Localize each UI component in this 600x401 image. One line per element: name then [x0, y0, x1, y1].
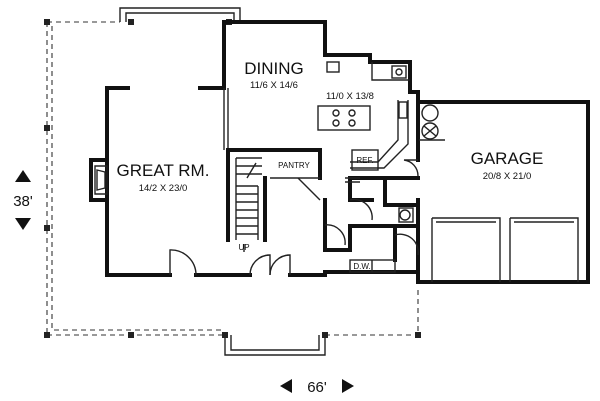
width-dimension-label: 66' — [307, 379, 327, 396]
garage-size: 20/8 X 21/0 — [483, 171, 532, 182]
up-arrow-icon — [15, 170, 31, 182]
down-arrow-icon — [15, 218, 31, 230]
great-room-size: 14/2 X 23/0 — [139, 183, 188, 194]
depth-dimension: 38' — [13, 170, 33, 230]
stair-up-label: UP — [238, 243, 249, 252]
staircase — [235, 157, 262, 252]
dw-label: D.W. — [353, 262, 370, 271]
pantry-label: PANTRY — [278, 161, 310, 170]
dining-size: 11/6 X 14/6 — [250, 80, 298, 91]
depth-dimension-label: 38' — [13, 193, 33, 210]
left-arrow-icon — [280, 379, 292, 393]
kitchen-fixtures — [317, 61, 414, 273]
doors — [169, 159, 419, 276]
great-room-label: GREAT RM. — [117, 161, 210, 180]
fireplace — [89, 158, 109, 202]
kitchen-size: 11/0 X 13/8 — [326, 91, 374, 102]
ref-label: REF. — [356, 156, 373, 165]
garage-walls — [416, 90, 590, 284]
dining-label: DINING — [244, 59, 304, 78]
width-dimension: 66' — [280, 379, 354, 396]
garage-label: GARAGE — [471, 149, 544, 168]
right-arrow-icon — [342, 379, 354, 393]
interior-walls — [223, 88, 420, 262]
front-porch — [46, 7, 419, 356]
